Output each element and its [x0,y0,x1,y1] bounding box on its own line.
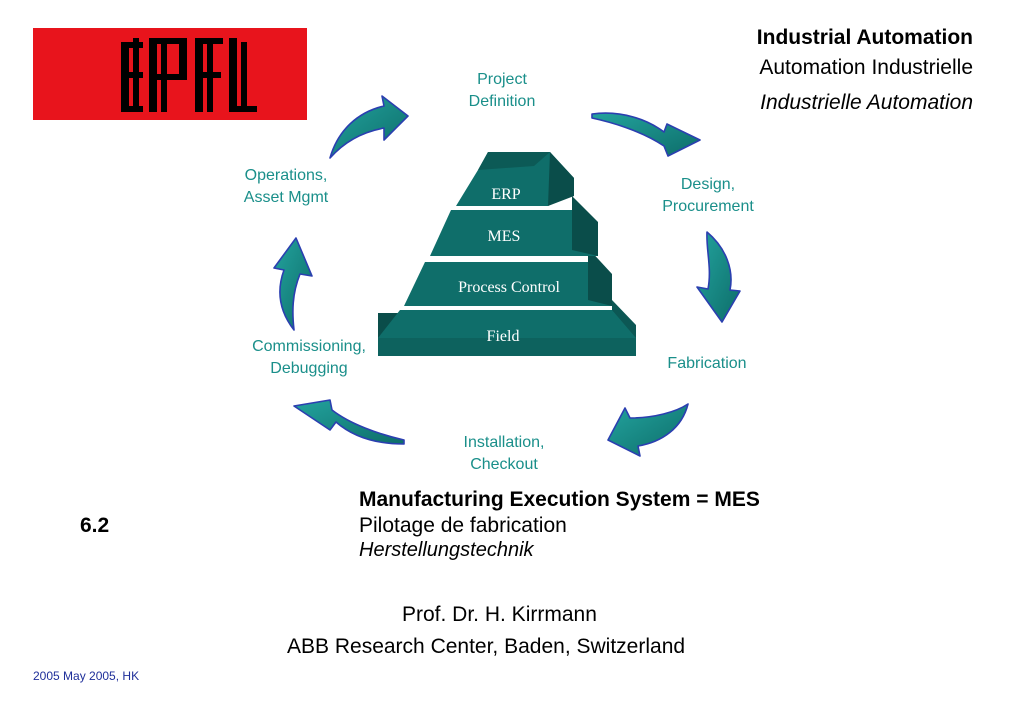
pyramid: ERP MES Process Control Field [378,152,636,356]
arrow-commissioning-to-operations [273,237,313,331]
epfl-logo [33,28,307,120]
section-title-fr: Pilotage de fabrication [359,514,567,537]
arrow-project-to-design [591,112,701,157]
author-affiliation: ABB Research Center, Baden, Switzerland [287,635,686,658]
cycle-label-commissioning-debugging: Commissioning, Debugging [252,338,366,377]
pyramid-label-field: Field [487,328,520,345]
arrow-operations-to-project [329,95,409,159]
arrow-fabrication-to-installation [607,403,689,457]
footer-date: 2005 May 2005, HK [33,669,140,683]
cycle-label-installation-checkout: Installation, Checkout [463,434,545,473]
cycle-label-project-definition: Project Definition [468,71,536,110]
pyramid-label-process-control: Process Control [458,279,560,296]
pyramid-level-field [378,300,636,356]
section-title-de: Herstellungstechnik [359,539,534,561]
section-number: 6.2 [80,514,110,537]
pyramid-level-erp [456,152,574,206]
pyramid-level-process-control [404,248,612,306]
pyramid-level-mes [430,196,598,256]
cycle-label-fabrication: Fabrication [667,355,747,372]
header-title-fr: Automation Industrielle [759,56,973,79]
pyramid-label-erp: ERP [491,186,520,203]
section-title-en: Manufacturing Execution System = MES [359,488,760,511]
author-name: Prof. Dr. H. Kirrmann [402,603,702,627]
cycle-label-design-procurement: Design, Procurement [662,176,754,215]
arrow-design-to-fabrication [696,231,741,323]
header-title-de: Industrielle Automation [760,91,973,114]
arrow-installation-to-commissioning [293,399,405,445]
header-title: Industrial Automation [756,26,973,49]
cycle-label-operations-asset-mgmt: Operations, Asset Mgmt [243,167,329,206]
author-name-text: Prof. Dr. H. Kirrmann [402,603,597,626]
pyramid-label-mes: MES [488,228,521,245]
